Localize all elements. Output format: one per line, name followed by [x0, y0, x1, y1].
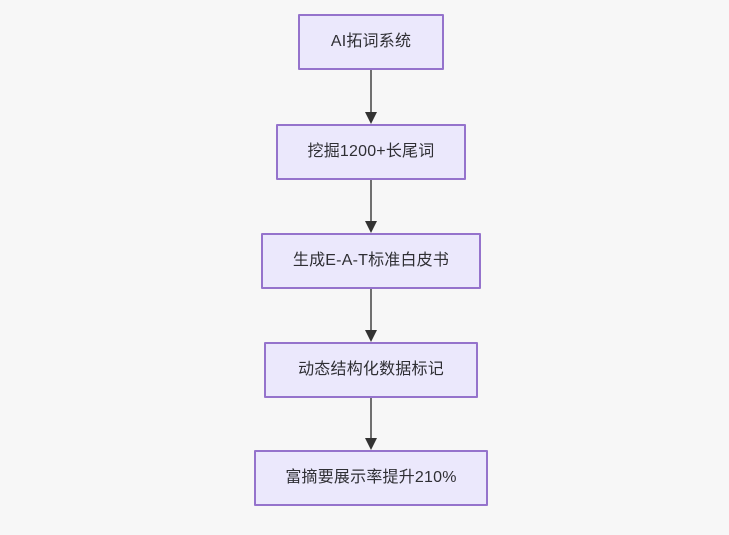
flow-node-label: 动态结构化数据标记 — [298, 361, 444, 378]
flow-edge-n3-n4 — [359, 289, 383, 342]
flow-edge-n1-n2 — [359, 70, 383, 124]
flow-node-label: 富摘要展示率提升210% — [285, 469, 457, 486]
flow-node-label: 挖掘1200+长尾词 — [307, 143, 435, 160]
flow-edge-n2-n3 — [359, 180, 383, 233]
flow-edge-n4-n5 — [359, 398, 383, 450]
flow-node-generate-eat-whitepaper[interactable]: 生成E-A-T标准白皮书 — [261, 233, 481, 289]
flow-node-mine-longtail-keywords[interactable]: 挖掘1200+长尾词 — [276, 124, 466, 180]
flow-node-label: 生成E-A-T标准白皮书 — [292, 252, 450, 269]
flow-node-label: AI拓词系统 — [330, 33, 412, 50]
flow-node-dynamic-structured-data-markup[interactable]: 动态结构化数据标记 — [264, 342, 478, 398]
flow-node-rich-snippet-impression-uplift[interactable]: 富摘要展示率提升210% — [254, 450, 488, 506]
flow-node-ai-keyword-system[interactable]: AI拓词系统 — [298, 14, 444, 70]
